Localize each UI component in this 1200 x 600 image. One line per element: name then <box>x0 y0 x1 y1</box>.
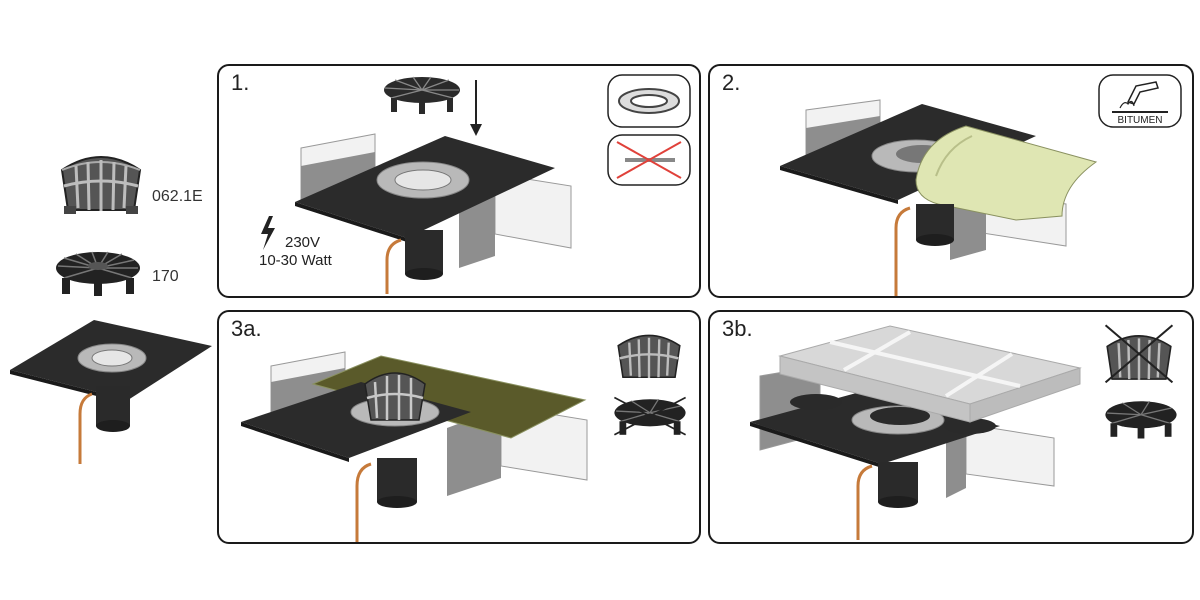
panel-step-3b: 3b. <box>708 310 1194 544</box>
voltage-text: 230V <box>285 234 321 251</box>
panel-step-2: 2. BITUMEN <box>708 64 1194 298</box>
drain-installation-illustration <box>295 133 572 294</box>
panel-step-1: 1. <box>217 64 701 298</box>
tall-dome-grate-icon <box>617 334 681 379</box>
flat-grate-icon <box>56 251 140 296</box>
flat-grate-icon <box>1105 400 1177 439</box>
step-1-label: 1. <box>231 70 250 95</box>
dome-grate-installed-illustration <box>241 351 588 542</box>
bitumen-torch-icon: BITUMEN <box>1098 74 1182 128</box>
tall-dome-grate-icon <box>60 156 142 214</box>
no-tall-dome-grate-icon <box>1104 324 1174 384</box>
lightning-icon <box>261 216 275 250</box>
step-2-label: 2. <box>722 70 741 95</box>
paving-slabs-illustration <box>750 325 1082 540</box>
ring-seal-icon <box>607 74 691 128</box>
bitumen-sheet-illustration <box>780 99 1098 296</box>
bitumen-label: BITUMEN <box>1118 115 1163 126</box>
no-flat-grate-icon <box>613 396 687 436</box>
flat-grate-icon <box>384 76 460 114</box>
step-3b-label: 3b. <box>722 316 753 341</box>
grate-flat-label: 170 <box>152 268 179 285</box>
power-text: 10-30 Watt <box>259 252 332 269</box>
grate-tall-label: 062.1E <box>152 188 203 205</box>
no-heating-rod-icon <box>607 134 691 186</box>
panel-step-3a: 3a. <box>217 310 701 544</box>
step-3a-label: 3a. <box>231 316 262 341</box>
drain-with-membrane-illustration <box>10 320 212 464</box>
down-arrow-icon <box>470 80 482 136</box>
